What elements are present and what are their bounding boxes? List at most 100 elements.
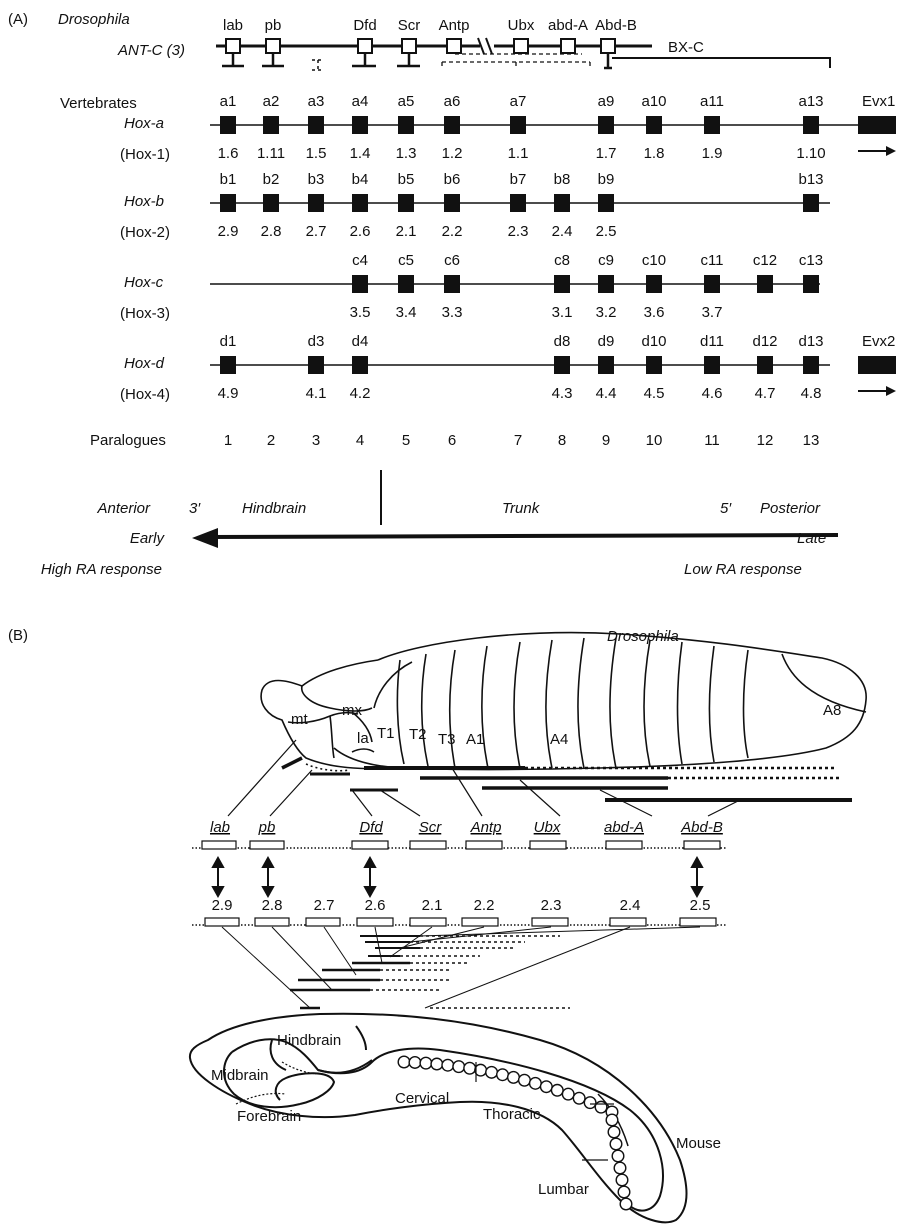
mouse-gene-boxes	[192, 918, 726, 926]
hox-gene-name: a5	[398, 93, 415, 110]
hox-gene-name: a3	[308, 93, 325, 110]
hox-gene-name: b3	[308, 171, 325, 188]
hox-gene-name: b7	[510, 171, 527, 188]
somite-circle	[610, 1138, 622, 1150]
hox-gene-old-number: 2.9	[218, 223, 239, 240]
hox-gene-box	[398, 116, 414, 134]
cluster-name: Hox-b	[124, 193, 164, 210]
somite-circle	[442, 1059, 454, 1071]
segment-t1: T1	[377, 725, 395, 742]
hox-gene-box	[598, 194, 614, 212]
segment-mx: mx	[342, 702, 362, 719]
somite-circle	[620, 1198, 632, 1210]
somite-circle	[398, 1056, 410, 1068]
mouse-gene-2-7: 2.7	[314, 897, 335, 914]
segment-a4: A4	[550, 731, 568, 748]
evx-arrow-head	[886, 146, 896, 156]
mouse-gene-2-4: 2.4	[620, 897, 641, 914]
somite-circle	[595, 1101, 607, 1113]
hox-cluster-row: Hox-d(Hox-4)d14.9d34.1d44.2d84.3d94.4d10…	[120, 333, 896, 403]
anteroposterior-axis: Anterior Early High RA response 3′ Hindb…	[41, 470, 838, 578]
region-hindbrain: Hindbrain	[277, 1032, 341, 1049]
pb-box	[266, 39, 280, 53]
cluster-old-name: (Hox-4)	[120, 386, 170, 403]
somite-circle	[614, 1162, 626, 1174]
hox-gene-old-number: 3.3	[442, 304, 463, 321]
hox-gene-old-number: 2.6	[350, 223, 371, 240]
hox-gene-box	[803, 194, 819, 212]
hox-gene-box	[803, 116, 819, 134]
hox-gene-box	[757, 356, 773, 374]
somite-circle	[608, 1126, 620, 1138]
axis-anterior: Anterior	[96, 500, 151, 517]
hox-gene-name: a2	[263, 93, 280, 110]
bx-c-label: BX-C	[668, 39, 704, 56]
row-fly-pb: pb	[258, 819, 276, 836]
hox-gene-box	[444, 194, 460, 212]
region-midbrain: Midbrain	[211, 1067, 269, 1084]
somite-circle	[612, 1150, 624, 1162]
hox-gene-box	[220, 116, 236, 134]
row-fly-dfd: Dfd	[359, 819, 383, 836]
somite-circle	[486, 1067, 498, 1079]
somites	[398, 1056, 632, 1210]
hox-gene-old-number: 4.5	[644, 385, 665, 402]
hox-gene-old-number: 2.1	[396, 223, 417, 240]
hox-gene-name: a9	[598, 93, 615, 110]
axis-late: Late	[797, 530, 826, 547]
hox-gene-name: a6	[444, 93, 461, 110]
hox-gene-old-number: 2.5	[596, 223, 617, 240]
row-fly-scr: Scr	[419, 819, 443, 836]
somite-circle	[519, 1074, 531, 1086]
hox-gene-name: d4	[352, 333, 369, 350]
hox-gene-name: d11	[700, 333, 724, 350]
fly-gene-abd-b: Abd-B	[595, 17, 637, 34]
hox-gene-box	[444, 116, 460, 134]
panel-b-label: (B)	[8, 627, 28, 644]
hox-gene-name: b6	[444, 171, 461, 188]
paralogue-number: 1	[224, 432, 232, 449]
axis-posterior: Posterior	[760, 500, 821, 517]
hox-gene-old-number: 3.7	[702, 304, 723, 321]
hox-gene-old-number: 2.8	[261, 223, 282, 240]
abd-b-box	[601, 39, 615, 53]
somite-circle	[606, 1114, 618, 1126]
cluster-name: Hox-a	[124, 115, 164, 132]
hox-gene-old-number: 3.4	[396, 304, 417, 321]
hox-gene-name: d3	[308, 333, 325, 350]
hox-gene-old-number: 3.2	[596, 304, 617, 321]
hox-gene-name: a7	[510, 93, 527, 110]
hox-gene-box	[598, 116, 614, 134]
somite-circle	[409, 1057, 421, 1069]
segment-la: la	[357, 730, 369, 747]
fly-segment-labels: mt mx la T1 T2 T3 A1 A4 A8	[291, 702, 841, 748]
somite-circle	[431, 1058, 443, 1070]
segment-t2: T2	[409, 726, 427, 743]
hox-gene-name: a11	[700, 93, 724, 110]
paralogue-number: 9	[602, 432, 610, 449]
somite-circle	[573, 1092, 585, 1104]
hox-gene-old-number: 4.9	[218, 385, 239, 402]
hox-gene-box	[220, 356, 236, 374]
hox-gene-old-number: 1.9	[702, 145, 723, 162]
hox-gene-old-number: 2.2	[442, 223, 463, 240]
hox-gene-box	[554, 275, 570, 293]
hox-gene-box	[510, 194, 526, 212]
hox-gene-old-number: 2.3	[508, 223, 529, 240]
mouse-expression-domains	[290, 936, 570, 1008]
hox-gene-old-number: 2.4	[552, 223, 573, 240]
hox-gene-box	[398, 275, 414, 293]
fly-gene-pb: pb	[265, 17, 282, 34]
hox-gene-old-number: 4.2	[350, 385, 371, 402]
hox-gene-box	[398, 194, 414, 212]
hox-cluster-row: Hox-b(Hox-2)b12.9b22.8b32.7b42.6b52.1b62…	[120, 171, 830, 241]
hox-gene-name: c12	[753, 252, 777, 269]
hox-gene-name: a1	[220, 93, 237, 110]
hox-gene-box	[803, 356, 819, 374]
hox-gene-box	[352, 275, 368, 293]
panel-b-species: Drosophila	[607, 628, 679, 645]
cluster-name: Hox-d	[124, 355, 165, 372]
hox-gene-box	[308, 116, 324, 134]
panel-a-species: Drosophila	[58, 11, 130, 28]
paralogue-number: 5	[402, 432, 410, 449]
